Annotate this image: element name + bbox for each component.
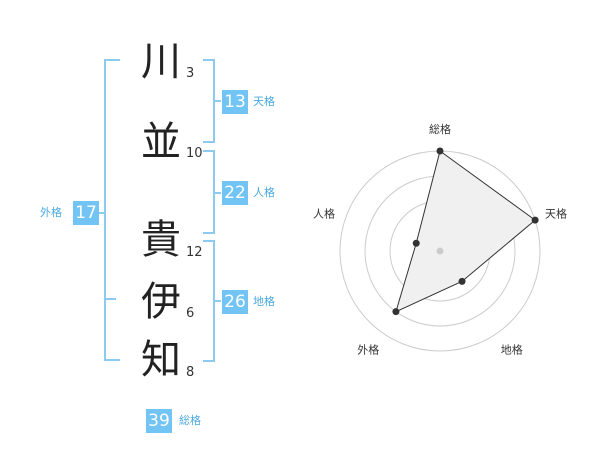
name-char-3: 貴 bbox=[141, 217, 181, 263]
stroke-count-2: 10 bbox=[186, 146, 203, 161]
radar-axis-label-4: 外格 bbox=[357, 343, 379, 357]
chikaku-connector bbox=[213, 300, 221, 302]
gaikaku-bracket-divider bbox=[104, 298, 116, 300]
jinkaku-connector bbox=[213, 192, 221, 194]
soukaku-label: 総格 bbox=[179, 414, 201, 427]
stroke-count-4: 6 bbox=[186, 306, 195, 321]
radar-point-3 bbox=[458, 277, 466, 285]
soukaku-value: 39 bbox=[146, 409, 172, 433]
radar-area bbox=[395, 150, 536, 313]
radar-center-dot bbox=[436, 247, 444, 255]
radar-axis-label-5: 人格 bbox=[313, 206, 335, 220]
name-char-5: 知 bbox=[141, 337, 181, 383]
tenkaku-value: 13 bbox=[222, 90, 248, 114]
gaikaku-connector bbox=[99, 212, 105, 214]
name-char-4: 伊 bbox=[141, 279, 181, 325]
radar-point-4 bbox=[392, 308, 400, 316]
radar-axis-label-3: 地格 bbox=[501, 343, 523, 357]
gaikaku-label: 外格 bbox=[40, 206, 62, 219]
stroke-count-1: 3 bbox=[186, 66, 195, 81]
radar-point-2 bbox=[531, 216, 539, 224]
chikaku-value: 26 bbox=[222, 290, 248, 314]
radar-axis-label-1: 総格 bbox=[429, 122, 451, 136]
gaikaku-bracket bbox=[104, 59, 120, 361]
tenkaku-connector bbox=[213, 100, 221, 102]
name-char-2: 並 bbox=[141, 119, 181, 165]
jinkaku-label: 人格 bbox=[253, 186, 275, 199]
jinkaku-value: 22 bbox=[222, 181, 248, 205]
stroke-count-5: 8 bbox=[186, 365, 195, 380]
tenkaku-label: 天格 bbox=[253, 95, 275, 108]
radar-point-1 bbox=[436, 147, 444, 155]
chikaku-label: 地格 bbox=[253, 295, 275, 308]
radar-point-5 bbox=[412, 239, 420, 247]
gaikaku-value: 17 bbox=[73, 201, 99, 225]
radar-axis-label-2: 天格 bbox=[545, 206, 567, 220]
name-char-1: 川 bbox=[141, 39, 181, 85]
stroke-count-3: 12 bbox=[186, 245, 203, 260]
